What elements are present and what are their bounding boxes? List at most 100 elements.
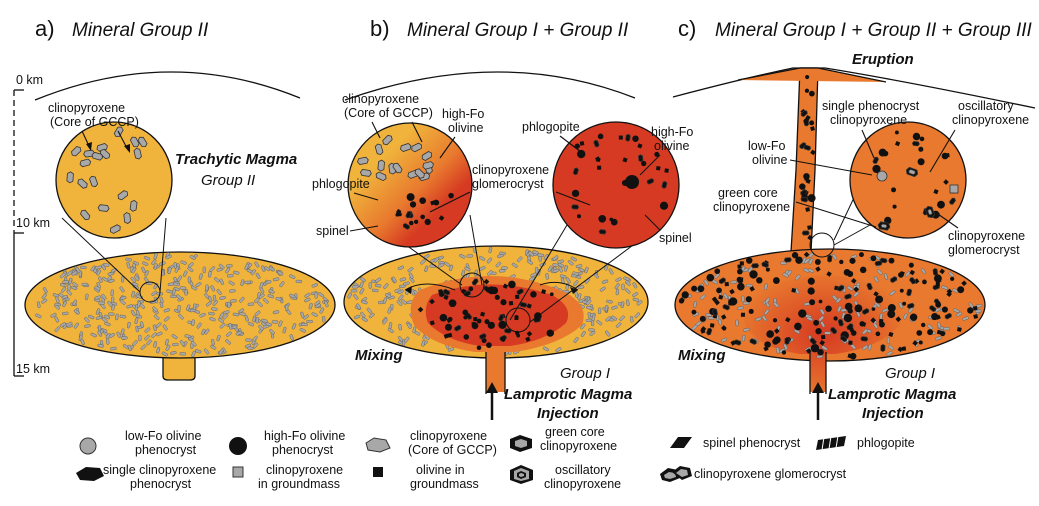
groundmass-cpx [585, 299, 592, 306]
groundmass-cpx [319, 307, 325, 314]
crystal-olivine [884, 216, 892, 225]
label-c-glomero-2: glomerocryst [948, 243, 1020, 257]
groundmass-cpx [359, 276, 366, 283]
crystal-olivine [571, 189, 580, 198]
phenocryst-groundmass [909, 269, 915, 276]
groundmass-cpx [239, 311, 246, 316]
groundmass-cpx [228, 280, 235, 286]
groundmass-cpx [228, 323, 233, 330]
conduit-crystal-groundmass [810, 149, 816, 156]
crystal-olivine [576, 214, 582, 219]
crystal-cpx [911, 141, 920, 147]
groundmass-cpx [126, 261, 131, 269]
groundmass-cpx [219, 278, 225, 285]
cpx-core-crystal [377, 159, 385, 172]
zoom-line [469, 214, 483, 286]
groundmass-cpx [54, 316, 60, 323]
groundmass-cpx [189, 255, 196, 260]
groundmass-cpx [700, 294, 706, 300]
groundmass-cpx [35, 313, 42, 319]
groundmass-cpx [174, 266, 180, 273]
phenocryst-olivine [476, 318, 482, 324]
label-b-spinel-right: spinel [659, 231, 692, 245]
groundmass-cpx [601, 279, 609, 284]
crystal-groundmass [395, 208, 402, 215]
groundmass-cpx [374, 283, 382, 288]
groundmass-cpx [584, 266, 589, 274]
groundmass-cpx [703, 279, 709, 286]
groundmass-cpx [580, 323, 586, 330]
label-b-mixing: Mixing [355, 347, 403, 364]
phenocryst-groundmass [502, 283, 509, 289]
crystal-groundmass [438, 215, 445, 221]
groundmass-cpx [886, 337, 890, 344]
phenocryst-groundmass [526, 330, 533, 337]
crystal-olivine [878, 148, 887, 157]
groundmass-cpx [146, 339, 152, 346]
phenocryst-olivine [463, 334, 470, 340]
legend-lowfo-1: low-Fo olivine [125, 429, 201, 443]
groundmass-cpx [322, 316, 326, 323]
phenocryst-groundmass [826, 271, 832, 277]
phenocryst-groundmass [438, 289, 443, 294]
groundmass-cpx [775, 347, 780, 354]
phenocryst-olivine [681, 291, 689, 299]
cpx-core-crystal [117, 190, 128, 201]
groundmass-cpx [306, 319, 313, 324]
arrowhead [570, 287, 578, 294]
phenocryst-groundmass [480, 311, 486, 317]
groundmass-cpx [126, 304, 133, 309]
legend-spinel-icon [670, 437, 692, 448]
groundmass-cpx [180, 260, 187, 265]
groundmass-cpx [115, 313, 119, 321]
crystal-cpx [402, 222, 410, 230]
groundmass-cpx [110, 289, 114, 296]
phenocryst-olivine [858, 252, 864, 258]
phenocryst-olivine [530, 291, 537, 298]
groundmass-cpx [735, 319, 739, 327]
green-core-cpx-core [880, 223, 888, 229]
groundmass-cpx [259, 281, 264, 289]
groundmass-cpx [97, 343, 104, 348]
phenocryst-cpx [909, 277, 917, 285]
groundmass-cpx [244, 343, 252, 349]
groundmass-cpx [198, 273, 203, 280]
groundmass-cpx [624, 288, 631, 294]
phenocryst-olivine [448, 299, 457, 308]
legend-single-1: single clinopyroxene [103, 463, 216, 477]
groundmass-cpx [593, 272, 599, 279]
crystal-olivine [597, 133, 604, 140]
crystal-cpx [598, 229, 607, 235]
groundmass-cpx [182, 270, 188, 277]
phenocryst-olivine [476, 345, 482, 351]
groundmass-cpx [195, 281, 202, 288]
phenocryst-olivine [795, 256, 803, 264]
cpx-core-crystal [392, 162, 403, 174]
groundmass-cpx [572, 271, 579, 276]
groundmass-cpx [138, 334, 142, 342]
groundmass-cpx [807, 268, 815, 273]
phenocryst-cpx [880, 344, 886, 352]
groundmass-cpx [196, 322, 202, 329]
groundmass-cpx [872, 322, 879, 329]
phenocryst-groundmass [897, 346, 904, 353]
groundmass-cpx [162, 324, 168, 331]
groundmass-cpx [199, 312, 206, 318]
groundmass-cpx [73, 309, 80, 315]
cpx-core-crystal [421, 151, 433, 161]
groundmass-cpx [140, 321, 144, 328]
leader-line [429, 191, 471, 213]
groundmass-cpx [218, 263, 225, 270]
phenocryst-olivine [444, 323, 452, 331]
leader-line [371, 121, 381, 139]
groundmass-cpx [372, 288, 379, 293]
legend-phlogopite: phlogopite [857, 436, 915, 450]
crystal-groundmass [579, 141, 585, 146]
groundmass-cpx [448, 264, 454, 272]
groundmass-cpx [299, 327, 306, 333]
phenocryst-olivine [748, 308, 754, 314]
groundmass-cpx [106, 338, 110, 345]
groundmass-cpx [59, 322, 66, 328]
groundmass-cpx [497, 253, 504, 258]
crystal-olivine [892, 204, 897, 209]
